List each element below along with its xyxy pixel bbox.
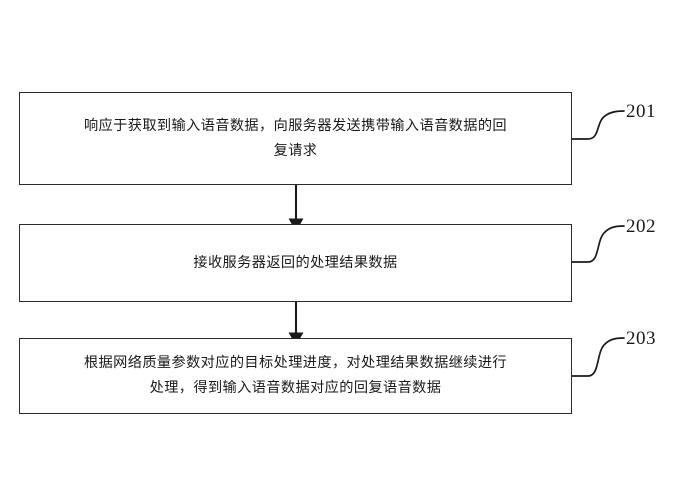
callout-leader-201	[571, 110, 625, 140]
step-number-label-201: 201	[626, 101, 656, 122]
flow-step-box-202: 接收服务器返回的处理结果数据	[19, 224, 572, 302]
step-number-label-202: 202	[626, 216, 656, 237]
flow-step-text-203: 根据网络质量参数对应的目标处理进度，对处理结果数据继续进行 处理，得到输入语音数…	[83, 355, 508, 396]
callout-leader-202	[571, 225, 625, 263]
callout-leader-203	[571, 337, 625, 377]
flow-step-text-202: 接收服务器返回的处理结果数据	[193, 254, 398, 271]
flow-step-box-201: 响应于获取到输入语音数据，向服务器发送携带输入语音数据的回 复请求	[19, 92, 572, 185]
flow-step-box-203: 根据网络质量参数对应的目标处理进度，对处理结果数据继续进行 处理，得到输入语音数…	[19, 338, 572, 414]
flow-step-text-201: 响应于获取到输入语音数据，向服务器发送携带输入语音数据的回 复请求	[83, 117, 508, 159]
step-number-label-203: 203	[626, 328, 656, 349]
